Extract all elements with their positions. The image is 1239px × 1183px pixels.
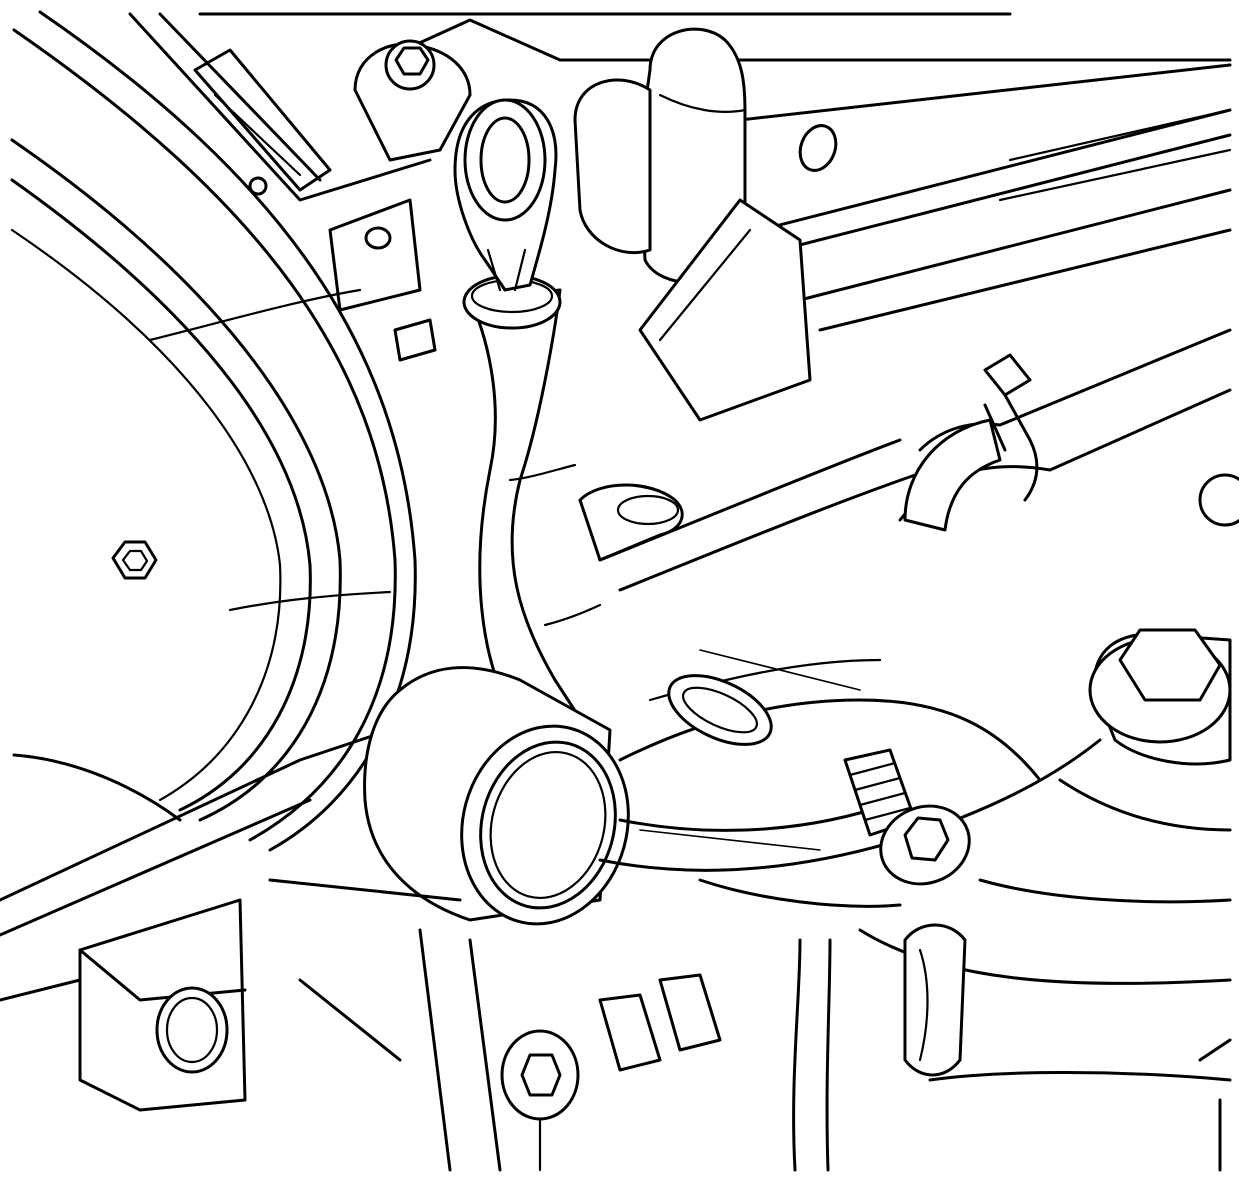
lower-right-bracket: [598, 928, 1232, 1172]
housing-hex-nut-icon: [111, 540, 158, 580]
coolant-hose: [903, 353, 1039, 532]
lower-subframe: [0, 878, 502, 1172]
dipstick-handle-icon: [453, 98, 558, 292]
top-cap: [573, 27, 747, 284]
transmission-housing: [0, 10, 422, 937]
top-left-linkage: [193, 48, 437, 362]
pan-oval-opening: [667, 674, 773, 746]
hose-clip: [903, 923, 967, 1077]
oil-filter-cylinder: [363, 666, 630, 926]
lower-bolt-icon: [500, 1029, 580, 1172]
bracket-plate: [638, 198, 812, 422]
upper-bracket: [353, 39, 472, 162]
center-bolt-icon: [843, 748, 971, 886]
